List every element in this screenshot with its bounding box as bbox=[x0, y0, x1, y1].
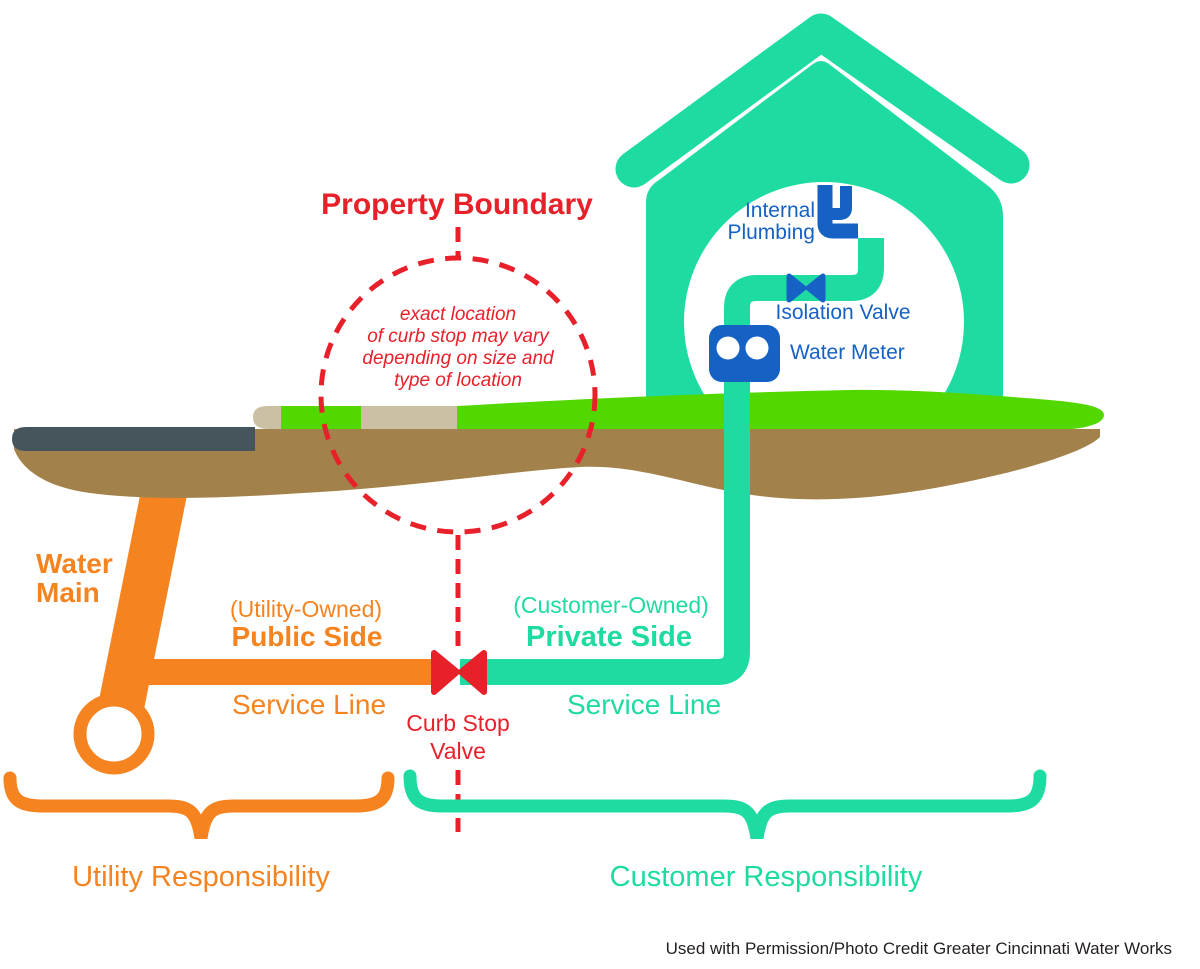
isolation-valve-icon bbox=[786, 273, 826, 303]
customer-responsibility-label: Customer Responsibility bbox=[610, 861, 923, 893]
road bbox=[12, 427, 255, 451]
boundary-note-line3: depending on size and bbox=[362, 348, 555, 369]
grass-strip-right bbox=[457, 389, 1104, 429]
curb-stop-valve-label-line2: Valve bbox=[430, 738, 486, 764]
utility-responsibility-brace bbox=[3, 771, 395, 840]
customer-ownership-label: (Customer-Owned) bbox=[513, 592, 709, 618]
ground-group bbox=[12, 389, 1104, 500]
private-service-line-pipe bbox=[460, 238, 884, 685]
grass-strip-left bbox=[281, 406, 361, 429]
property-boundary-group: Property Boundary exact location of curb… bbox=[318, 188, 598, 832]
soil bbox=[14, 429, 1100, 500]
boundary-dashed-circle bbox=[318, 255, 598, 535]
customer-side-group: (Customer-Owned) Private Side Service Li… bbox=[403, 592, 1047, 893]
water-main-pipe-opening bbox=[73, 693, 155, 775]
customer-responsibility-brace bbox=[403, 769, 1047, 840]
water-main-label-line1: Water bbox=[36, 548, 113, 579]
internal-plumbing-label-line1: Internal bbox=[745, 199, 815, 222]
water-meter-label: Water Meter bbox=[790, 341, 905, 364]
utility-ownership-label: (Utility-Owned) bbox=[230, 596, 382, 622]
public-side-label: Public Side bbox=[232, 621, 383, 652]
curb-stop-valve-icon bbox=[431, 650, 487, 695]
water-meter-dial-right bbox=[745, 336, 769, 360]
internal-plumbing-pipe-icon bbox=[817, 185, 858, 239]
isolation-valve-label: Isolation Valve bbox=[775, 301, 910, 324]
utility-responsibility-label: Utility Responsibility bbox=[72, 861, 330, 893]
curb-stop-valve-label-line1: Curb Stop bbox=[406, 710, 510, 736]
boundary-note-line2: of curb stop may vary bbox=[367, 326, 550, 347]
public-service-line-label: Service Line bbox=[232, 689, 386, 720]
house-plumbing-group: Internal Plumbing Isolation Valve Water … bbox=[709, 185, 911, 382]
water-meter-dial-left bbox=[716, 336, 740, 360]
private-side-label: Private Side bbox=[526, 621, 692, 653]
property-boundary-title: Property Boundary bbox=[321, 188, 593, 221]
boundary-note-line4: type of location bbox=[394, 370, 522, 391]
water-main-group bbox=[73, 445, 434, 775]
internal-plumbing-elbow-icon bbox=[832, 186, 852, 220]
utility-side-group: Water Main (Utility-Owned) Public Side S… bbox=[3, 548, 395, 893]
house-roof bbox=[615, 13, 1030, 188]
internal-plumbing-label-line2: Plumbing bbox=[727, 221, 815, 244]
water-main-pipe bbox=[94, 445, 192, 750]
private-service-line-label: Service Line bbox=[567, 689, 721, 720]
boundary-note-line1: exact location bbox=[400, 304, 516, 325]
photo-credit: Used with Permission/Photo Credit Greate… bbox=[666, 939, 1172, 958]
water-main-label-line2: Main bbox=[36, 577, 100, 608]
